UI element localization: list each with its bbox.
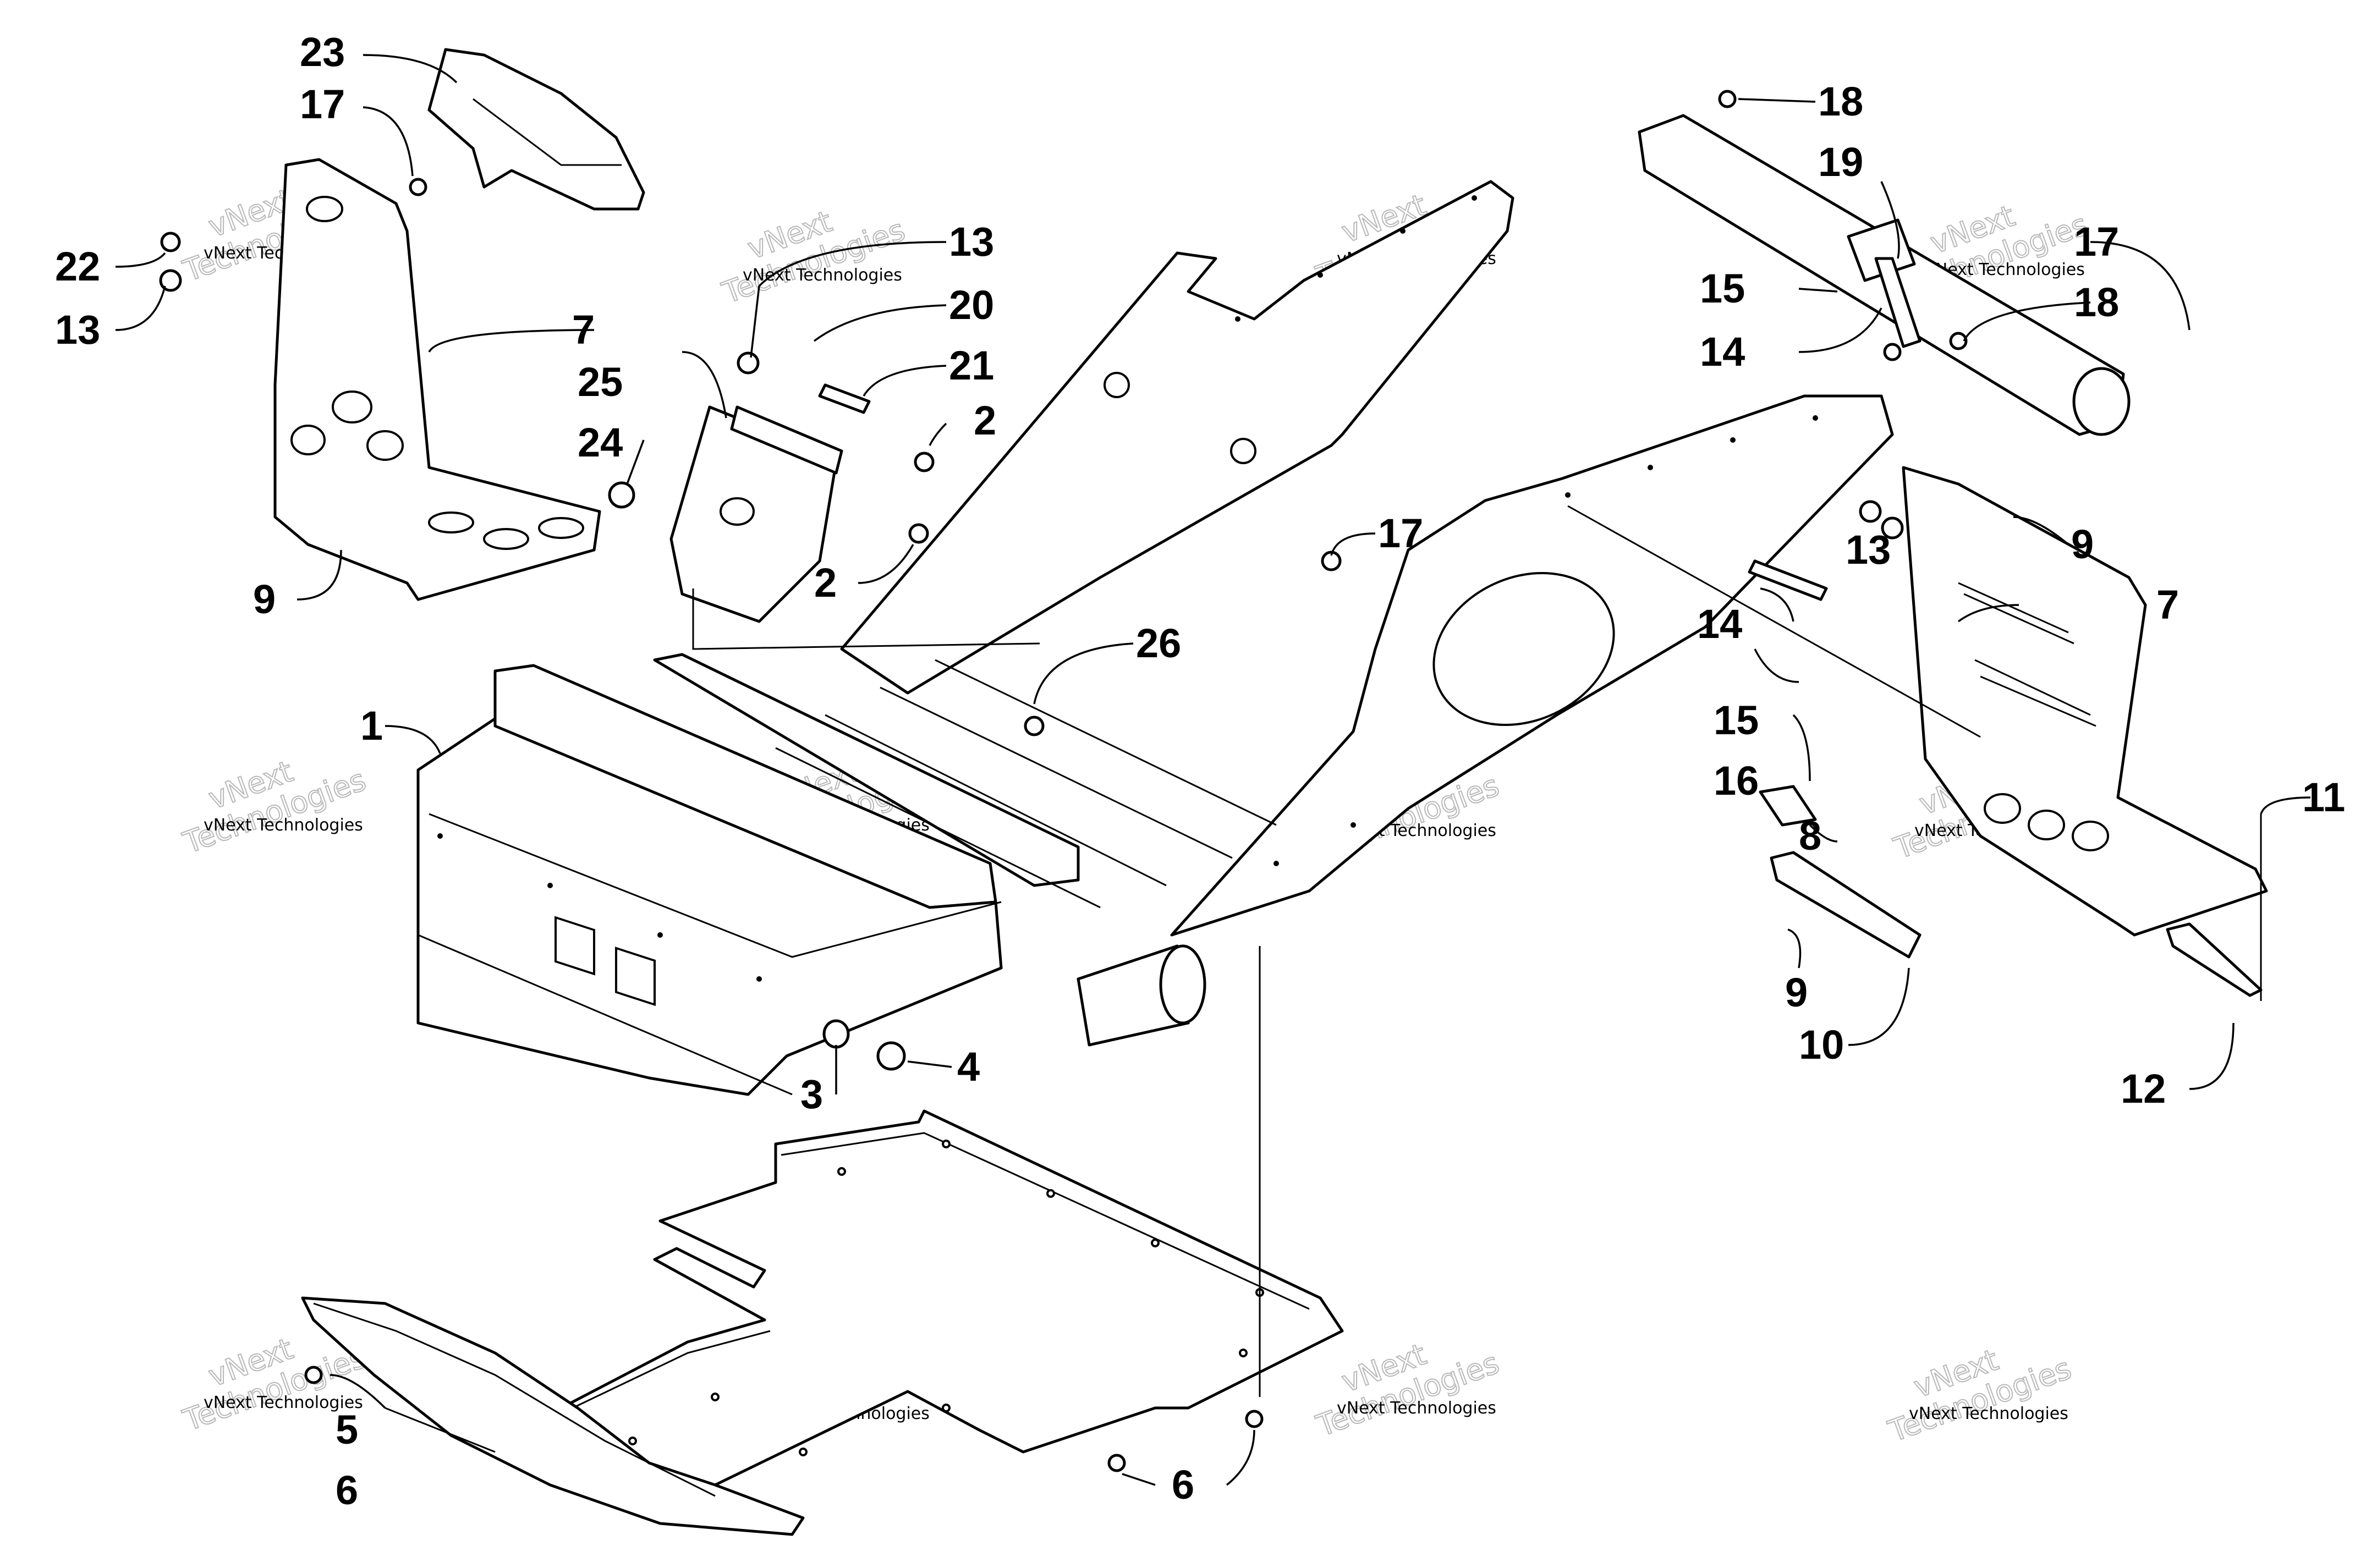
strap bbox=[1874, 257, 1922, 348]
callout-22: 22 bbox=[55, 244, 100, 289]
callout-17: 17 bbox=[2074, 219, 2119, 265]
callout-15: 15 bbox=[1714, 697, 1759, 743]
bolt bbox=[908, 523, 929, 544]
watermark-small: vNext Technologies bbox=[743, 266, 902, 285]
callout-6: 6 bbox=[336, 1467, 358, 1513]
callout-5: 5 bbox=[336, 1407, 358, 1453]
callout-24: 24 bbox=[578, 420, 623, 465]
callout-20: 20 bbox=[949, 282, 994, 328]
belly-pan bbox=[559, 1109, 1344, 1498]
callout-1: 1 bbox=[360, 703, 383, 749]
bushing bbox=[822, 1019, 850, 1049]
bolt bbox=[1949, 332, 1968, 350]
rivet-holes bbox=[437, 195, 1818, 982]
callout-14: 14 bbox=[1697, 601, 1742, 647]
watermark-small: vNext Technologies bbox=[204, 1393, 363, 1412]
callout-9: 9 bbox=[253, 576, 276, 622]
callout-15: 15 bbox=[1700, 266, 1745, 311]
watermark: vNext Technologies vNext Technologies bbox=[178, 753, 371, 861]
callout-8: 8 bbox=[1799, 813, 1821, 859]
callout-18: 18 bbox=[2074, 279, 2119, 325]
leader-lines bbox=[115, 54, 2311, 1486]
nut bbox=[159, 269, 182, 292]
front-skid-plate bbox=[301, 1296, 805, 1536]
left-footrest bbox=[273, 158, 601, 601]
callout-17: 17 bbox=[300, 81, 345, 127]
callout-19: 19 bbox=[1818, 139, 1863, 185]
nut bbox=[608, 481, 635, 509]
callout-17: 17 bbox=[1378, 510, 1423, 556]
bolt bbox=[1024, 716, 1045, 736]
callout-11: 11 bbox=[2302, 774, 2345, 820]
nut bbox=[1859, 500, 1882, 523]
bolt bbox=[1883, 343, 1902, 361]
callout-13: 13 bbox=[949, 219, 994, 265]
grip-pattern bbox=[1958, 582, 2096, 727]
bolt bbox=[304, 1366, 323, 1384]
nut bbox=[737, 351, 760, 375]
chassis-frame bbox=[416, 180, 1894, 1096]
watermark-small: vNext Technologies bbox=[204, 816, 363, 835]
mounting-bracket bbox=[1759, 785, 2263, 997]
callout-16: 16 bbox=[1714, 758, 1759, 804]
callout-21: 21 bbox=[949, 343, 994, 388]
watermark: vNext Technologies vNext Technologies bbox=[1884, 1342, 2076, 1450]
callout-26: 26 bbox=[1136, 620, 1181, 666]
callout-2: 2 bbox=[974, 398, 996, 443]
callout-23: 23 bbox=[300, 29, 345, 75]
callout-4: 4 bbox=[957, 1044, 980, 1090]
bolt bbox=[1321, 551, 1342, 571]
callout-labels: 23 17 22 13 7 9 13 20 21 25 24 2 2 17 26… bbox=[55, 29, 2345, 1513]
bolt bbox=[160, 232, 181, 252]
callout-10: 10 bbox=[1799, 1022, 1844, 1068]
steering-cover bbox=[427, 48, 645, 211]
callout-12: 12 bbox=[2121, 1066, 2166, 1112]
nut bbox=[1881, 516, 1904, 540]
callout-13: 13 bbox=[55, 307, 100, 353]
bolt bbox=[1718, 90, 1737, 108]
callout-6: 6 bbox=[1172, 1462, 1194, 1508]
bolt bbox=[1245, 1410, 1264, 1428]
watermark: vNext Technologies vNext Technologies bbox=[1311, 1336, 1504, 1444]
bolt bbox=[914, 452, 935, 472]
callout-14: 14 bbox=[1700, 329, 1745, 375]
callout-7: 7 bbox=[2156, 582, 2179, 628]
bushing bbox=[876, 1041, 906, 1071]
bolt bbox=[409, 178, 427, 196]
hardware bbox=[159, 90, 1968, 1472]
callout-25: 25 bbox=[578, 359, 623, 405]
callout-7: 7 bbox=[572, 307, 595, 353]
callout-9: 9 bbox=[1785, 970, 1808, 1015]
callout-2: 2 bbox=[814, 560, 837, 606]
watermark-small: vNext Technologies bbox=[1909, 1404, 2068, 1423]
strap bbox=[1748, 559, 1828, 601]
callout-13: 13 bbox=[1846, 527, 1891, 573]
bolt bbox=[1107, 1454, 1126, 1472]
strap bbox=[818, 383, 871, 414]
callout-18: 18 bbox=[1818, 79, 1863, 124]
steering-post-support bbox=[669, 405, 843, 623]
watermark-small: vNext Technologies bbox=[1337, 1399, 1496, 1418]
callout-3: 3 bbox=[800, 1071, 823, 1117]
callout-9: 9 bbox=[2071, 521, 2094, 567]
